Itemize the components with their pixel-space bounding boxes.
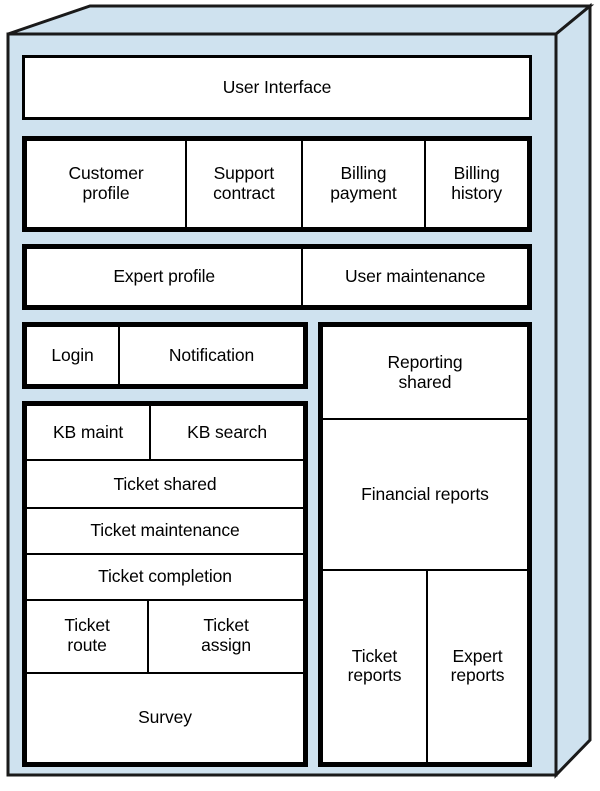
chassis-top-bevel (7, 4, 595, 36)
block-ticket-reports[interactable]: Ticket reports (323, 570, 426, 762)
layer-access: Login Notification (22, 322, 308, 389)
block-ticket-assign[interactable]: Ticket assign (147, 600, 303, 672)
layer-user-interface: User Interface (22, 55, 532, 120)
layer-reporting: Reporting shared Financial reports Ticke… (318, 322, 532, 767)
block-ticket-shared[interactable]: Ticket shared (27, 459, 303, 508)
block-kb-maint[interactable]: KB maint (27, 406, 150, 460)
block-notification[interactable]: Notification (118, 327, 303, 384)
reports-row: Ticket reports Expert reports (323, 568, 527, 762)
block-kb-search[interactable]: KB search (149, 406, 303, 460)
layer-knowledge-ticketing: KB maint KB search Ticket shared Ticket … (22, 401, 308, 767)
block-survey[interactable]: Survey (27, 671, 303, 762)
block-login[interactable]: Login (27, 327, 119, 384)
block-billing-payment[interactable]: Billing payment (300, 141, 425, 227)
block-ticket-maintenance[interactable]: Ticket maintenance (27, 507, 303, 553)
block-reporting-shared[interactable]: Reporting shared (323, 327, 527, 419)
block-billing-history[interactable]: Billing history (424, 141, 528, 227)
block-expert-profile[interactable]: Expert profile (27, 249, 302, 305)
chassis-right-bevel (554, 2, 592, 779)
block-financial-reports[interactable]: Financial reports (323, 418, 527, 569)
block-ticket-completion[interactable]: Ticket completion (27, 552, 303, 599)
layer-profile-maintenance: Expert profile User maintenance (22, 244, 532, 310)
kb-row: KB maint KB search (27, 406, 303, 460)
block-expert-reports[interactable]: Expert reports (425, 570, 527, 762)
block-customer-profile[interactable]: Customer profile (27, 141, 186, 227)
block-ticket-route[interactable]: Ticket route (27, 600, 148, 672)
block-user-maintenance[interactable]: User maintenance (301, 249, 527, 305)
layer-customer-billing: Customer profile Support contract Billin… (22, 136, 532, 232)
block-user-interface[interactable]: User Interface (25, 58, 529, 117)
ticket-route-assign-row: Ticket route Ticket assign (27, 598, 303, 672)
block-support-contract[interactable]: Support contract (185, 141, 301, 227)
